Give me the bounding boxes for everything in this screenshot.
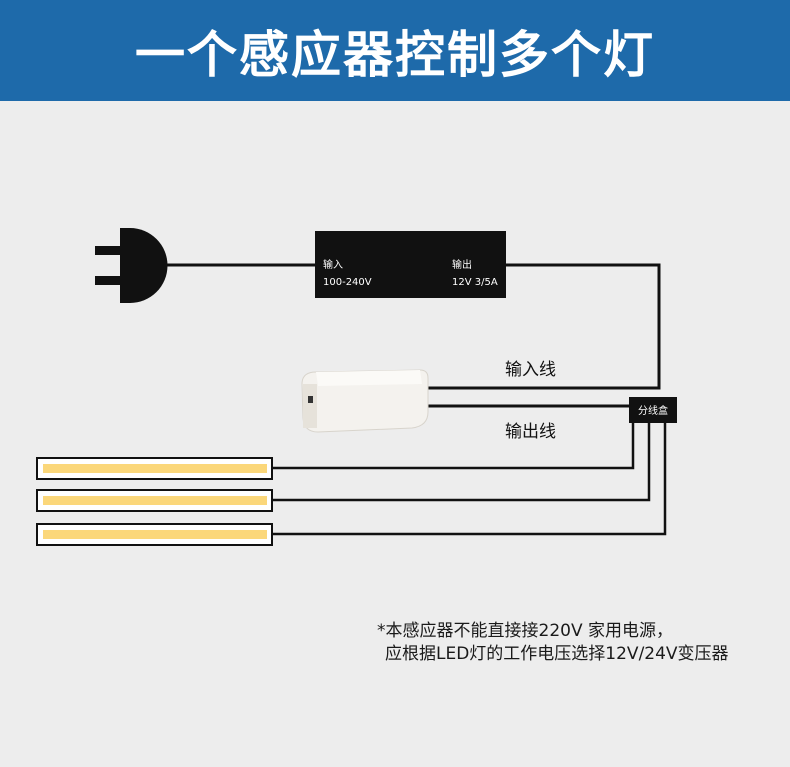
led-strip-1 — [36, 457, 273, 480]
led-cable-1 — [272, 423, 635, 470]
input-wire-label: 输入线 — [505, 360, 556, 380]
adapter-output-value: 12V 3/5A — [452, 277, 498, 288]
note-line-1: *本感应器不能直接接220V 家用电源， — [377, 621, 673, 641]
adapter-input-value: 100-240V — [323, 277, 372, 288]
sensor-device — [301, 369, 429, 433]
led-cable-3 — [272, 423, 667, 536]
output-wire-label: 输出线 — [505, 422, 556, 442]
note-line-2: 应根据LED灯的工作电压选择12V/24V变压器 — [385, 644, 729, 664]
led-cable-2 — [272, 423, 651, 502]
adapter-output-label: 输出 — [452, 258, 472, 271]
led-strip-2 — [36, 489, 273, 512]
junction-box: 分线盒 — [629, 397, 677, 423]
power-adapter: 输入 100-240V 输出 12V 3/5A — [315, 231, 506, 298]
page-title: 一个感应器控制多个灯 — [135, 25, 655, 84]
header-banner: 一个感应器控制多个灯 — [0, 0, 790, 101]
led-strip-3 — [36, 523, 273, 546]
warning-note: *本感应器不能直接接220V 家用电源， 应根据LED灯的工作电压选择12V/2… — [377, 620, 787, 666]
adapter-output-cable — [425, 263, 661, 390]
power-plug-icon — [95, 228, 168, 303]
junction-box-label: 分线盒 — [638, 404, 668, 417]
adapter-input-label: 输入 — [323, 258, 343, 271]
wiring-diagram: 输入 100-240V 输出 12V 3/5A 输入线 输出线 分线盒 — [36, 228, 677, 546]
